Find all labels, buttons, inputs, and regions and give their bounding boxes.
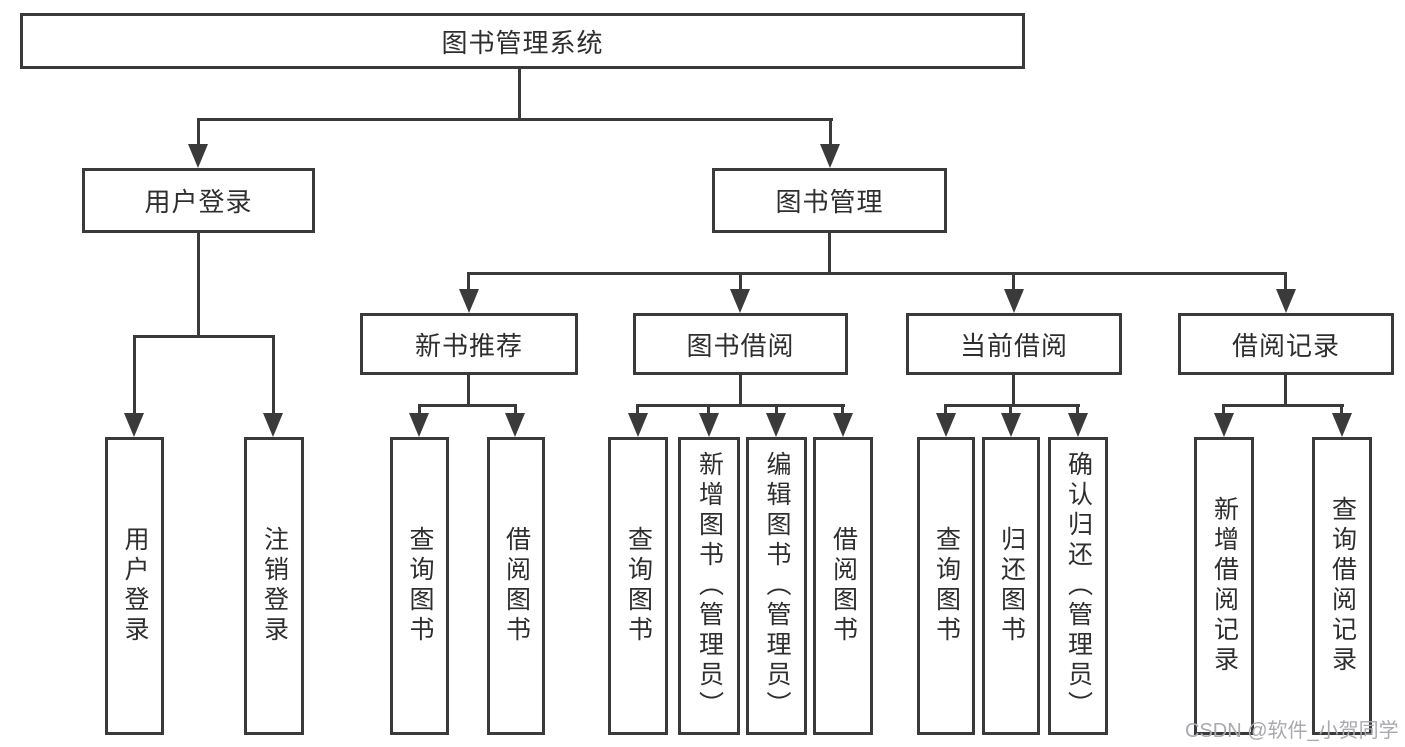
connector-user-login-rail <box>133 335 275 338</box>
leaf-label: 新增图书（管理员） <box>695 451 724 721</box>
arrow-down-icon <box>188 144 208 168</box>
node-label: 图书管理系统 <box>441 27 604 58</box>
leaf-label: 新增借阅记录 <box>1210 496 1239 676</box>
leaf-add-borrow-record: 新增借阅记录 <box>1194 437 1254 735</box>
leaf-edit-book-admin: 编辑图书（管理员） <box>746 437 807 735</box>
leaf-query-books-borrow: 查询图书 <box>608 437 668 735</box>
arrow-down-icon <box>820 144 840 168</box>
connector-borrow-records-stub <box>1284 375 1287 406</box>
node-current-borrow: 当前借阅 <box>906 313 1122 375</box>
connector-drop <box>1076 404 1079 416</box>
arrow-down-icon <box>1276 289 1296 313</box>
connector-book-borrow-rail <box>636 404 845 407</box>
leaf-label: 用户登录 <box>121 526 149 646</box>
leaf-label: 注销登录 <box>260 526 289 646</box>
leaf-return-book: 归还图书 <box>982 437 1040 735</box>
node-label: 新书推荐 <box>414 330 523 361</box>
connector-drop-new-book <box>467 272 470 292</box>
leaf-label: 查询图书 <box>624 526 653 646</box>
connector-new-book-stub <box>467 375 470 406</box>
arrow-down-icon <box>409 413 429 437</box>
csdn-watermark: CSDN @软件_小贺同学 <box>1185 720 1399 742</box>
node-label: 用户登录 <box>144 187 253 217</box>
connector-new-book-rail <box>418 404 517 407</box>
arrow-down-icon <box>766 413 786 437</box>
leaf-query-books-current: 查询图书 <box>917 437 975 735</box>
arrow-down-icon <box>1214 413 1234 437</box>
connector-root-stub <box>518 69 521 118</box>
connector-drop <box>418 404 421 416</box>
connector-drop-borrow-records <box>1284 272 1287 292</box>
leaf-label: 借阅图书 <box>502 526 531 646</box>
connector-level2-rail <box>467 272 1287 275</box>
node-label: 当前借阅 <box>959 330 1068 361</box>
leaf-label: 借阅图书 <box>829 526 858 646</box>
node-label: 图书借阅 <box>686 330 795 361</box>
arrow-down-icon <box>628 413 648 437</box>
leaf-borrow-books-recommend: 借阅图书 <box>487 437 545 735</box>
leaf-add-book-admin: 新增图书（管理员） <box>678 437 740 735</box>
leaf-label: 确认归还（管理员） <box>1064 451 1093 721</box>
node-book-management: 图书管理 <box>712 168 947 233</box>
arrow-down-icon <box>263 413 283 437</box>
connector-drop <box>841 404 844 416</box>
connector-drop <box>1340 404 1343 416</box>
leaf-query-books-recommend: 查询图书 <box>390 437 449 735</box>
connector-drop <box>1009 404 1012 416</box>
connector-book-management-stub <box>828 233 831 275</box>
connector-user-login-stub <box>197 233 200 337</box>
arrow-down-icon <box>1332 413 1352 437</box>
connector-drop <box>707 404 710 416</box>
connector-level1-rail <box>197 118 833 121</box>
connector-borrow-records-rail <box>1222 404 1344 407</box>
connector-drop <box>1222 404 1225 416</box>
arrow-down-icon <box>1068 413 1088 437</box>
connector-drop <box>775 404 778 416</box>
arrow-down-icon <box>1004 289 1024 313</box>
connector-current-borrow-rail <box>944 404 1080 407</box>
arrow-down-icon <box>730 289 750 313</box>
leaf-borrow-books: 借阅图书 <box>813 437 873 735</box>
arrow-down-icon <box>505 413 525 437</box>
leaf-label: 查询图书 <box>406 526 434 646</box>
connector-current-borrow-stub <box>1012 375 1015 406</box>
connector-drop <box>944 404 947 416</box>
connector-drop-book-management <box>829 118 832 150</box>
leaf-label: 归还图书 <box>997 526 1026 646</box>
arrow-down-icon <box>124 413 144 437</box>
node-user-login: 用户登录 <box>82 168 315 233</box>
leaf-confirm-return-admin: 确认归还（管理员） <box>1048 437 1108 735</box>
leaf-logout: 注销登录 <box>244 437 304 735</box>
connector-drop-current-borrow <box>1012 272 1015 292</box>
arrow-down-icon <box>459 289 479 313</box>
connector-drop-book-borrow <box>739 272 742 292</box>
leaf-user-login: 用户登录 <box>105 437 164 735</box>
connector-drop <box>636 404 639 416</box>
connector-drop <box>514 404 517 416</box>
arrow-down-icon <box>833 413 853 437</box>
leaf-label: 编辑图书（管理员） <box>763 451 791 721</box>
arrow-down-icon <box>936 413 956 437</box>
arrow-down-icon <box>1001 413 1021 437</box>
arrow-down-icon <box>699 413 719 437</box>
leaf-query-borrow-record: 查询借阅记录 <box>1312 437 1372 735</box>
connector-drop-user-login <box>197 118 200 150</box>
node-library-system-root: 图书管理系统 <box>20 13 1025 69</box>
leaf-label: 查询图书 <box>932 526 961 646</box>
node-borrow-records: 借阅记录 <box>1178 313 1394 375</box>
connector-book-borrow-stub <box>739 375 742 406</box>
node-new-book-recommend: 新书推荐 <box>360 313 578 375</box>
node-label: 图书管理 <box>775 187 884 217</box>
connector-drop-leaf-logout <box>272 335 275 417</box>
leaf-label: 查询借阅记录 <box>1328 496 1357 676</box>
node-book-borrow: 图书借阅 <box>633 313 848 375</box>
node-label: 借阅记录 <box>1231 330 1340 361</box>
connector-drop-leaf-user-login <box>133 335 136 417</box>
